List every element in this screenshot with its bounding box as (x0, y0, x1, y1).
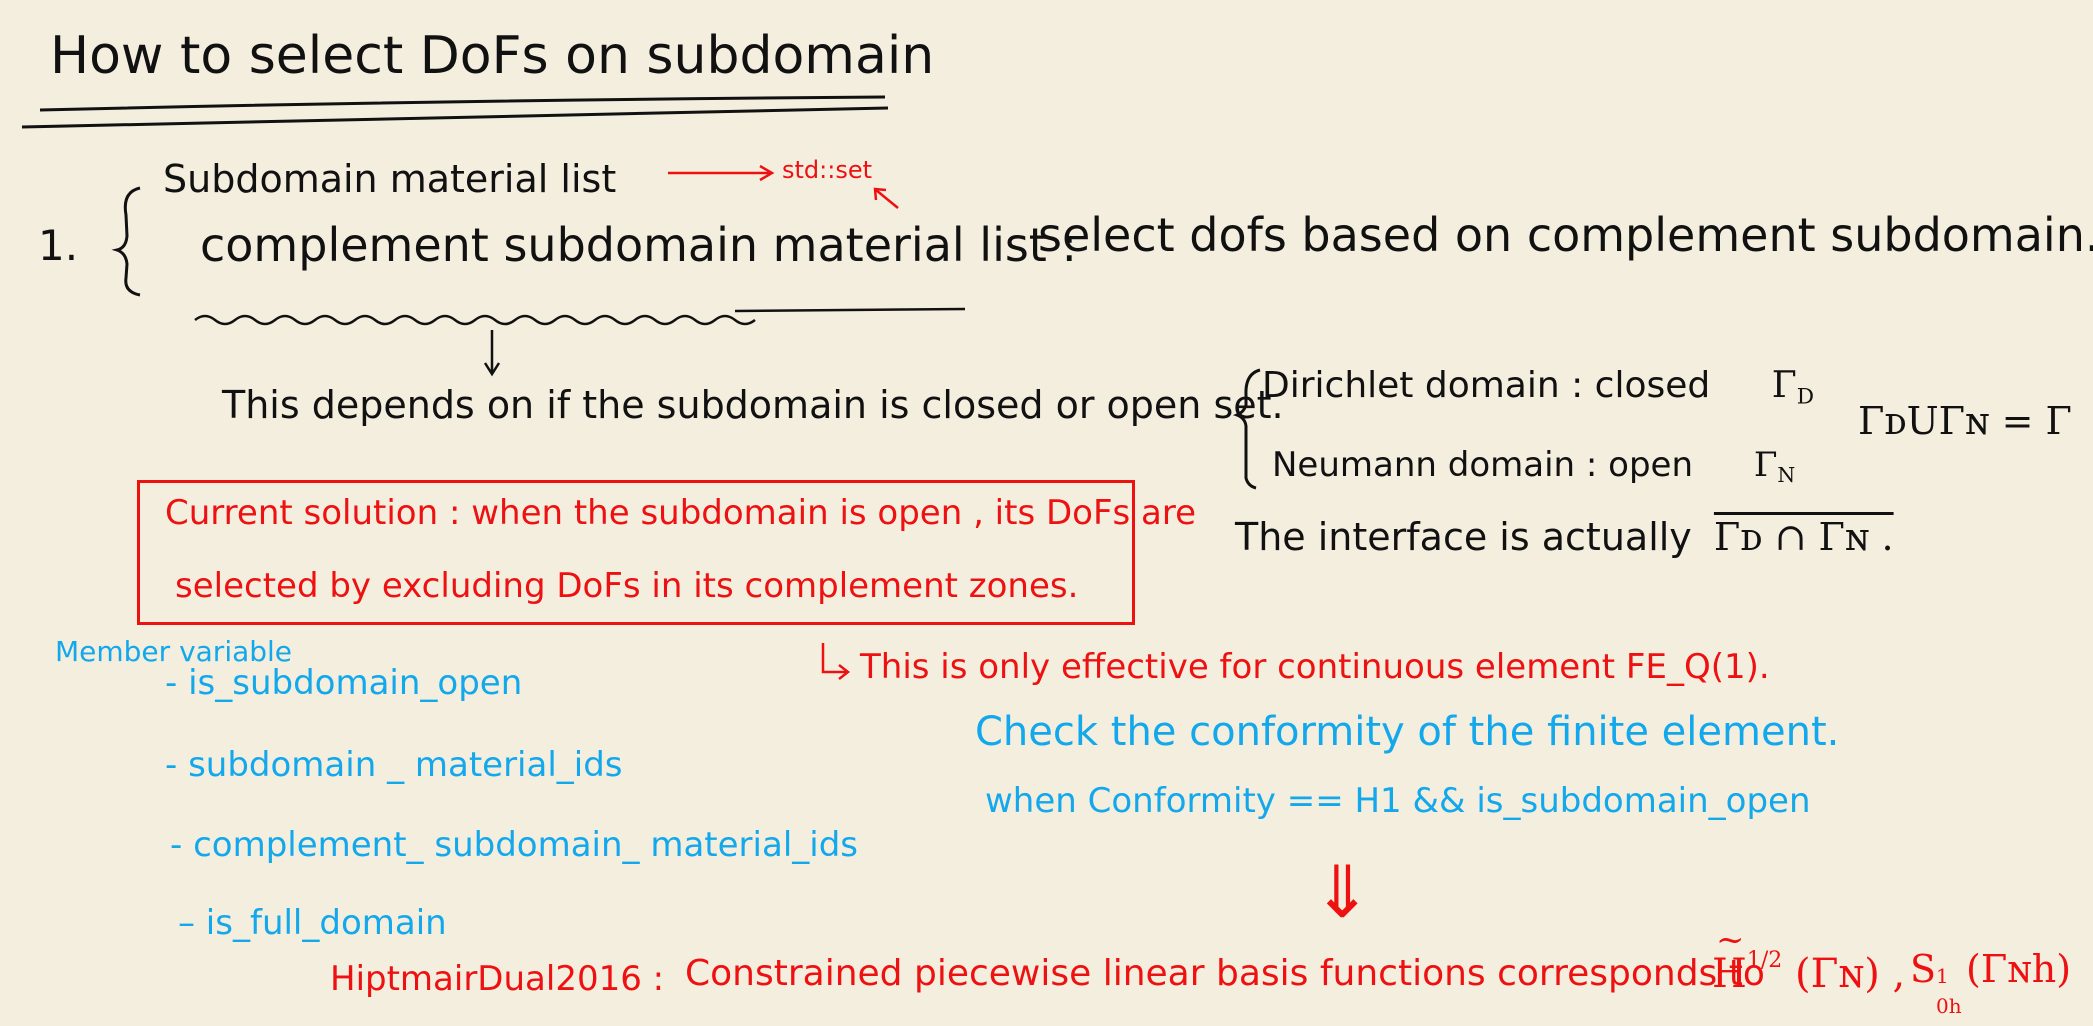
reference-label: HiptmairDual2016 : (330, 959, 665, 999)
implies-arrow-icon: ⇓ (1312, 850, 1373, 934)
h-half-space: ~ H1/2 (Γɴ) , (1712, 919, 1906, 997)
gamma-d-symbol: ΓD (1771, 365, 1815, 410)
member-heading: Member variable (55, 635, 293, 668)
complement-wavy-underline (194, 314, 756, 326)
effective-note: This is only effective for continuous el… (860, 647, 1770, 687)
neumann-label: Neumann domain : open (1272, 445, 1694, 485)
title-underline-2 (21, 106, 889, 129)
arrow-corner-red (821, 643, 847, 674)
member-item: – is_full_domain (178, 903, 447, 943)
item-number: 1. (38, 221, 79, 270)
subdomain-material-list: Subdomain material list (163, 157, 617, 201)
arrow-std-set-small (875, 189, 899, 209)
brace-dirichlet-neumann (1232, 368, 1261, 490)
interface-text: The interface is actually (1235, 515, 1692, 559)
dirichlet-label: Dirichlet domain : closed (1262, 365, 1711, 406)
neumann-line: Neumann domain : open ΓN (1272, 448, 1795, 486)
depends-text: This depends on if the subdomain is clos… (222, 383, 1284, 427)
interface-formula: Γᴅ ∩ Γɴ . (1713, 515, 1894, 559)
dirichlet-line: Dirichlet domain : closed ΓD (1262, 368, 1814, 408)
solution-box (137, 480, 1135, 625)
page-title: How to select DoFs on subdomain (50, 26, 935, 86)
gamma-n-symbol: ΓN (1753, 445, 1796, 488)
conformity-line-1: Check the conformity of the finite eleme… (975, 709, 1840, 755)
basis-text: Constrained piecewise linear basis funct… (685, 953, 1765, 994)
solution-line-1: Current solution : when the subdomain is… (165, 493, 1197, 533)
std-set-label: std::set (782, 156, 872, 184)
union-formula: ΓᴅUΓɴ = Γ (1858, 399, 2072, 443)
member-item: - subdomain _ material_ids (165, 745, 623, 785)
title-underline (39, 95, 886, 112)
complement-note: select dofs based on complement subdomai… (1038, 208, 2093, 262)
member-item: - is_subdomain_open (165, 663, 523, 703)
interface-line: The interface is actually Γᴅ ∩ Γɴ . (1235, 518, 1894, 556)
brace-left (111, 186, 141, 297)
complement-material-list: complement subdomain material list : (200, 218, 1077, 272)
solution-line-2: selected by excluding DoFs in its comple… (175, 566, 1079, 606)
conformity-line-2: when Conformity == H1 && is_subdomain_op… (985, 781, 1811, 821)
member-item: - complement_ subdomain_ material_ids (170, 825, 859, 865)
